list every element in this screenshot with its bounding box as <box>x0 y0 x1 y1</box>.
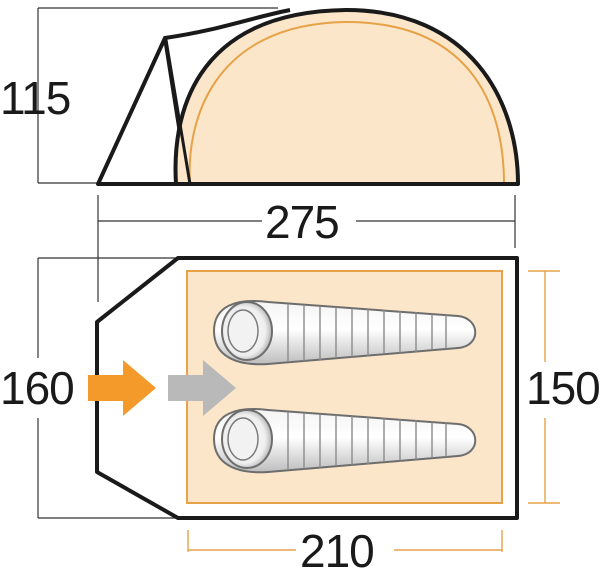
dome-side <box>173 8 520 186</box>
inner-length-dimension-lines <box>187 530 503 552</box>
sleeping-bag-icon <box>212 408 477 474</box>
arrow-right-icon <box>168 360 236 416</box>
arrow-right-icon <box>88 360 156 416</box>
length-dimension-lines <box>97 195 516 302</box>
height-label: 115 <box>0 72 70 124</box>
fly-ridge <box>164 8 291 40</box>
height-dimension-lines <box>37 7 278 184</box>
inner-tent-side <box>188 20 505 185</box>
inner-width-label: 150 <box>526 362 600 414</box>
pole-line <box>164 39 192 185</box>
sleeping-bag-icon <box>212 300 477 366</box>
inner-length-label: 210 <box>300 525 374 577</box>
inner-width-dimension-lines <box>528 270 560 504</box>
total-length-label: 275 <box>265 196 339 248</box>
width-label: 160 <box>0 362 74 414</box>
width-dimension-lines <box>37 257 178 519</box>
tent-side-view <box>96 8 520 186</box>
tent-top-view <box>95 256 519 520</box>
